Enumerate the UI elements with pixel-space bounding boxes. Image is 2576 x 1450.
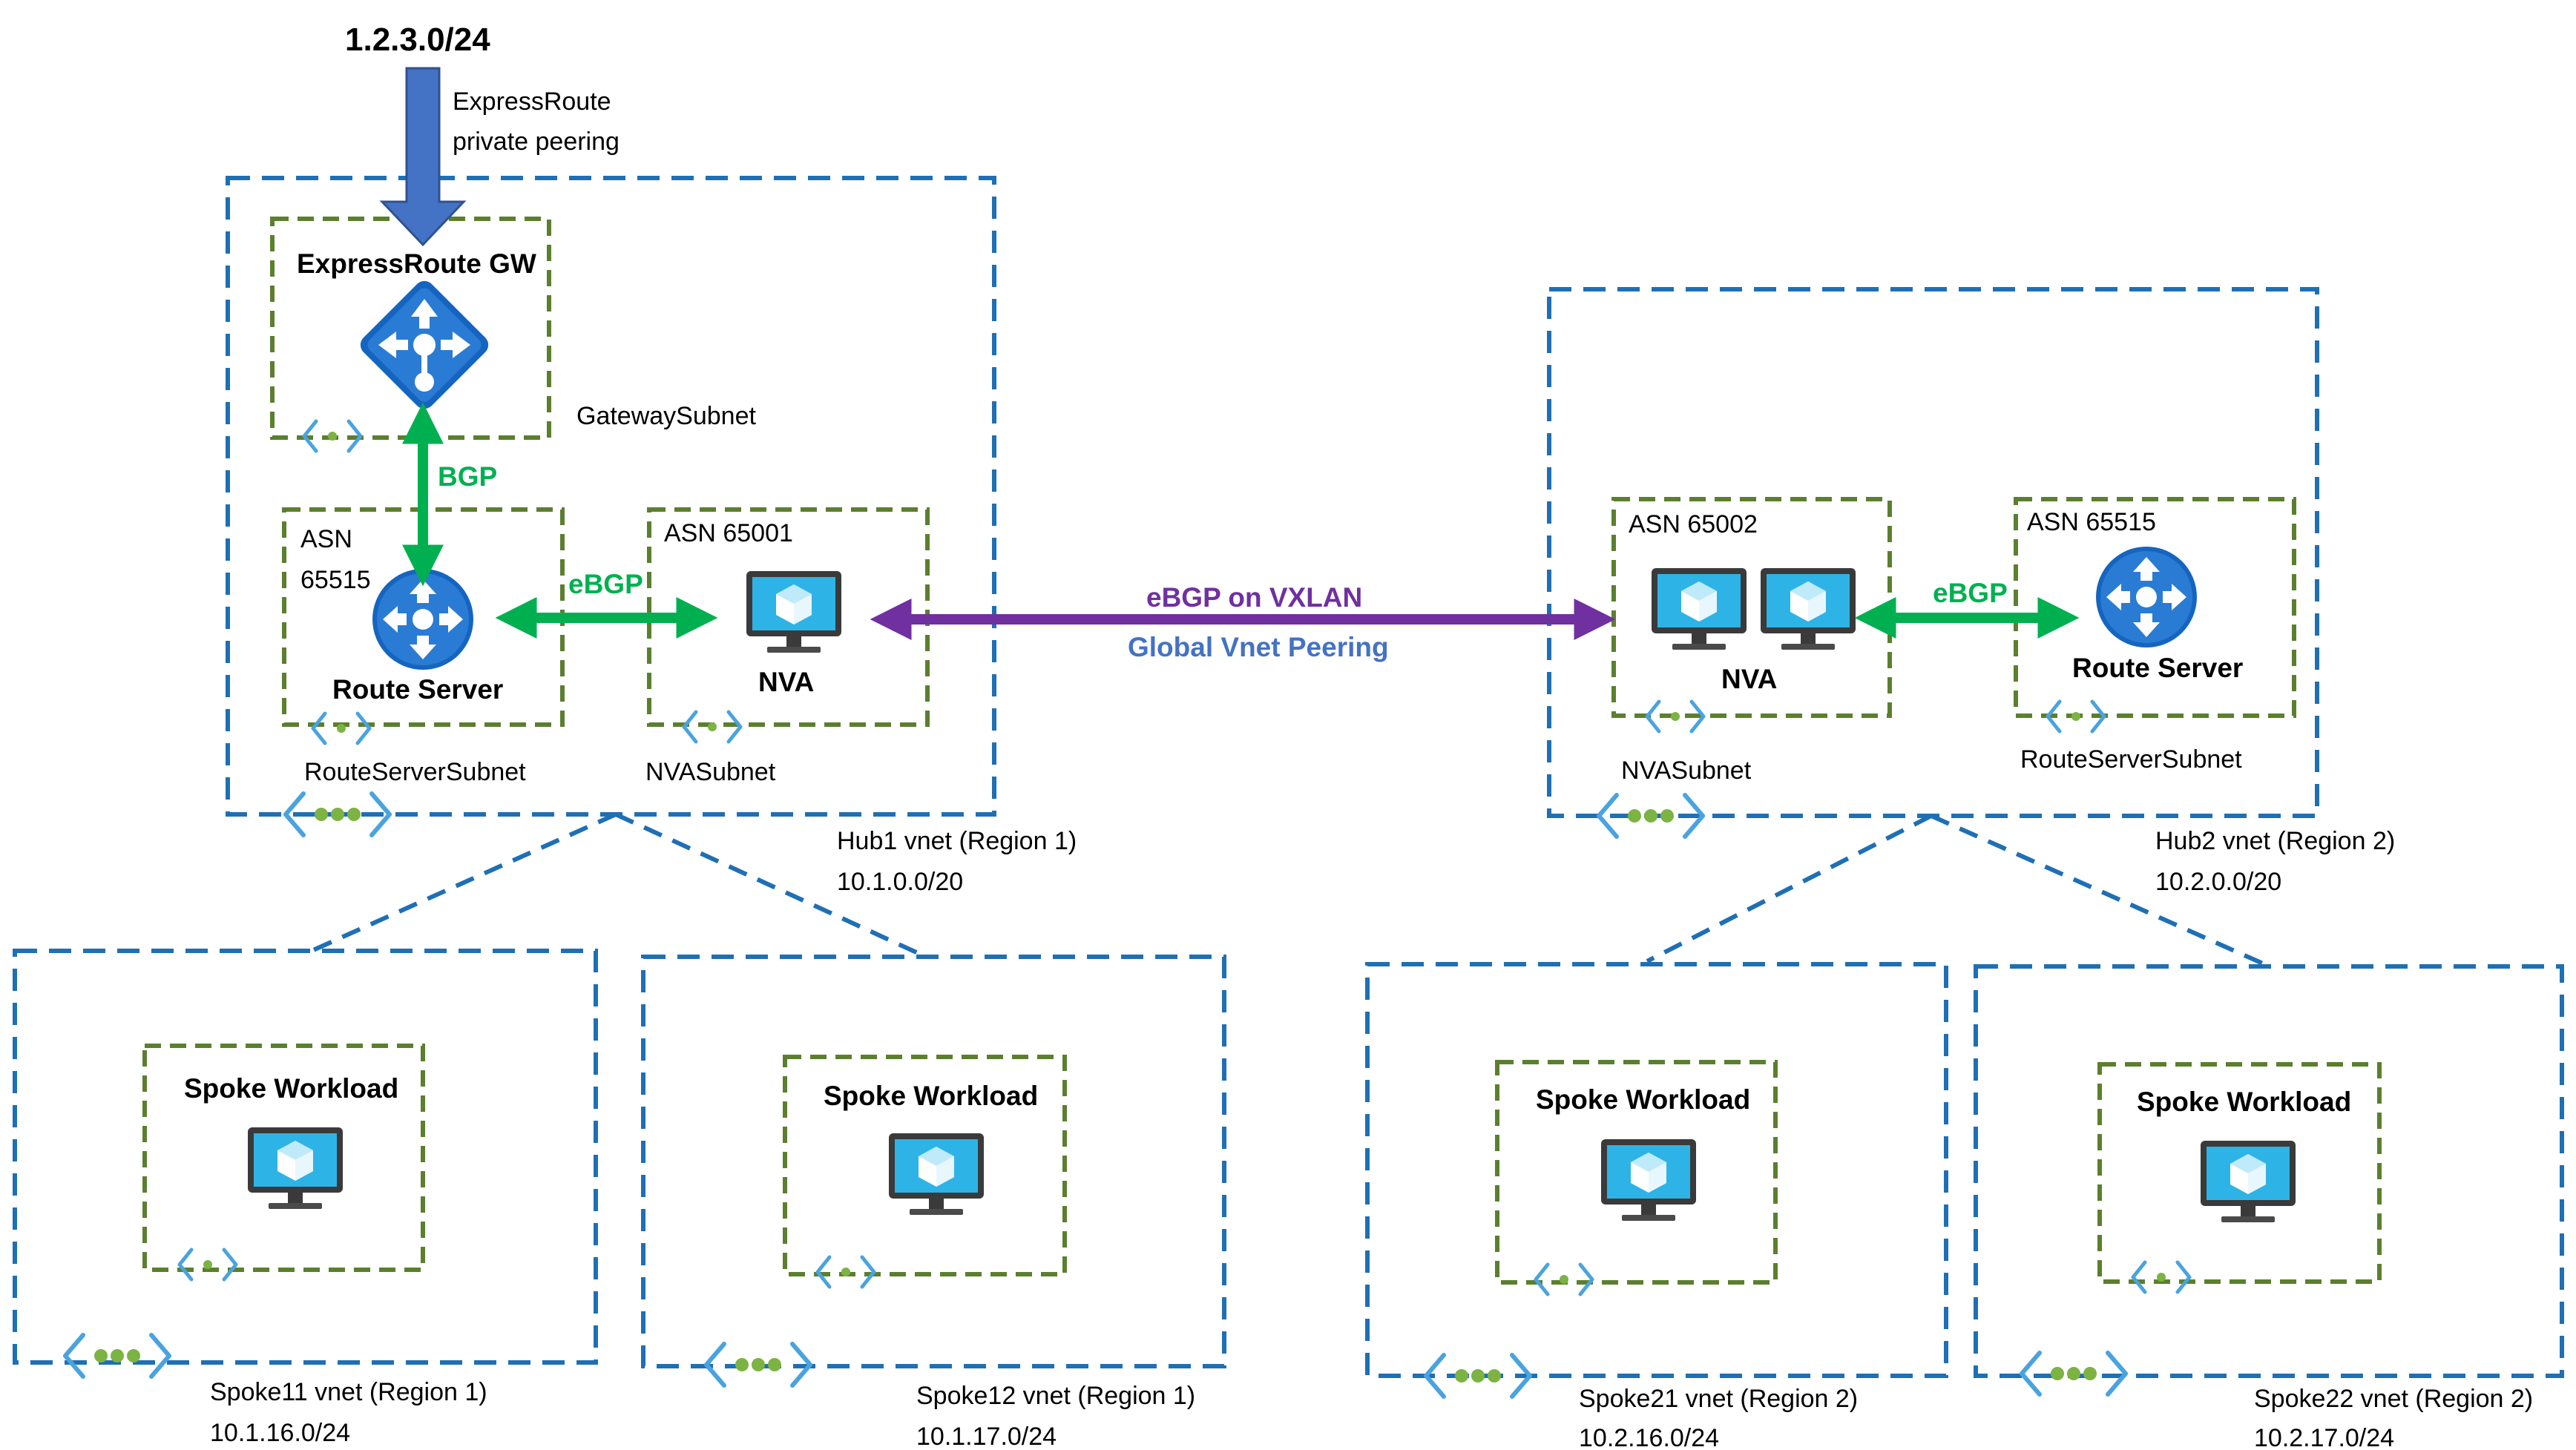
vm-icon bbox=[1601, 1139, 1696, 1221]
prefix-label: 1.2.3.0/24 bbox=[345, 22, 490, 58]
bgp-links: BGP eBGP eBGP eBGP on VXLAN Global Vnet … bbox=[402, 402, 2080, 662]
rs2-asn-label: ASN 65515 bbox=[2027, 508, 2156, 536]
gateway-subnet: ExpressRoute GW GatewaySubnet bbox=[270, 217, 756, 451]
nva-label: NVA bbox=[758, 667, 814, 697]
nva-subnet-hub1: ASN 65001 NVA NVASubnet bbox=[645, 507, 930, 786]
spoke12-workload-title: Spoke Workload bbox=[824, 1081, 1038, 1111]
expressroute-note-line2: private peering bbox=[453, 128, 620, 156]
expressroute-arrow-shape bbox=[379, 67, 467, 247]
bgp-label: BGP bbox=[438, 461, 497, 492]
vm-icon bbox=[248, 1127, 343, 1209]
vm-icon bbox=[2201, 1141, 2296, 1222]
route-server-icon bbox=[372, 569, 473, 670]
spoke-connectors bbox=[310, 812, 2266, 966]
spoke21-vnet: Spoke Workload Spoke21 vnet (Region 2) 1… bbox=[1365, 962, 1948, 1450]
spoke21-workload-title: Spoke Workload bbox=[1536, 1084, 1750, 1115]
nva-asn-label: ASN 65001 bbox=[664, 519, 793, 547]
hub1-spoke12-link bbox=[614, 812, 927, 959]
nva-subnet-hub2: ASN 65002 NVA NVASubnet bbox=[1611, 497, 1892, 785]
ebgp-label-hub2: eBGP bbox=[1933, 578, 2008, 608]
hub1-vnet-cidr: 10.1.0.0/20 bbox=[837, 868, 963, 896]
hub2-vnet: Hub2 vnet (Region 2) 10.2.0.0/20 ASN 650… bbox=[1547, 287, 2395, 896]
hub1-spoke11-link bbox=[310, 812, 617, 953]
vxlan-label: eBGP on VXLAN bbox=[1146, 582, 1362, 613]
spoke22-vnet: Spoke Workload Spoke22 vnet (Region 2) 1… bbox=[1974, 964, 2564, 1450]
gateway-subnet-name: GatewaySubnet bbox=[576, 402, 756, 430]
expressroute-gateway-icon bbox=[356, 277, 493, 413]
hub1-vnet-name: Hub1 vnet (Region 1) bbox=[837, 827, 1077, 855]
hub2-spoke21-link bbox=[1646, 814, 1933, 963]
hub2-vnet-name: Hub2 vnet (Region 2) bbox=[2155, 827, 2395, 855]
vm-icon bbox=[746, 571, 841, 653]
nva2-subnet-name: NVASubnet bbox=[1621, 757, 1752, 785]
spoke12-vnet-name: Spoke12 vnet (Region 1) bbox=[916, 1382, 1195, 1410]
expressroute-note-line1: ExpressRoute bbox=[453, 88, 611, 116]
route-server2-subnet-name: RouteServerSubnet bbox=[2020, 745, 2242, 774]
spoke21-vnet-cidr: 10.2.16.0/24 bbox=[1579, 1424, 1719, 1450]
spoke11-workload-title: Spoke Workload bbox=[184, 1073, 398, 1104]
spoke11-vnet-border bbox=[13, 949, 598, 1365]
spoke22-vnet-name: Spoke22 vnet (Region 2) bbox=[2254, 1385, 2533, 1413]
route-server-icon bbox=[2096, 547, 2197, 647]
spoke12-vnet-border bbox=[641, 955, 1226, 1368]
nva-subnet-name: NVASubnet bbox=[645, 758, 776, 786]
spoke12-vnet-cidr: 10.1.17.0/24 bbox=[916, 1423, 1057, 1450]
vm-icon bbox=[889, 1133, 984, 1215]
subnet-icon bbox=[1536, 1265, 1592, 1294]
vnet-icon bbox=[65, 1335, 169, 1377]
spoke11-subnet-border bbox=[142, 1044, 425, 1272]
vm-icon bbox=[1652, 568, 1747, 650]
ebgp-label-hub1: eBGP bbox=[568, 569, 643, 599]
vnet-icon bbox=[1426, 1355, 1530, 1397]
vm-icon bbox=[1761, 568, 1856, 650]
spoke22-subnet-border bbox=[2097, 1062, 2382, 1284]
hub1-vnet-border bbox=[226, 176, 996, 817]
route-server-subnet-hub2: ASN 65515 Route Server RouteServerSubnet bbox=[2014, 497, 2296, 774]
hub2-vnet-cidr: 10.2.0.0/20 bbox=[2155, 868, 2281, 896]
rs-asn-label: ASN bbox=[300, 525, 352, 553]
spoke12-subnet-border bbox=[783, 1055, 1067, 1276]
expressroute-arrow: 1.2.3.0/24 ExpressRoute private peering bbox=[345, 22, 620, 247]
route-server-subnet-hub2-border bbox=[2014, 497, 2296, 718]
spoke22-vnet-border bbox=[1974, 964, 2564, 1378]
spoke11-vnet: Spoke Workload Spoke11 vnet (Region 1) 1… bbox=[13, 949, 598, 1447]
hub1-vnet: Hub1 vnet (Region 1) 10.1.0.0/20 Express… bbox=[226, 176, 1077, 896]
expressroute-gw-title: ExpressRoute GW bbox=[297, 248, 536, 279]
spoke12-vnet: Spoke Workload Spoke12 vnet (Region 1) 1… bbox=[641, 955, 1226, 1450]
spoke21-vnet-border bbox=[1365, 962, 1948, 1378]
route-server-label: Route Server bbox=[332, 674, 503, 705]
spoke21-vnet-name: Spoke21 vnet (Region 2) bbox=[1579, 1385, 1858, 1413]
spoke11-vnet-cidr: 10.1.16.0/24 bbox=[210, 1419, 350, 1447]
nva2-label: NVA bbox=[1721, 664, 1777, 694]
global-peering-label: Global Vnet Peering bbox=[1128, 632, 1389, 662]
route-server-subnet: ASN 65515 Route Server RouteServerSubnet bbox=[282, 507, 565, 786]
rs-asn-value: 65515 bbox=[300, 566, 371, 594]
hub2-vnet-border bbox=[1547, 287, 2319, 818]
nva2-asn-label: ASN 65002 bbox=[1629, 510, 1758, 538]
subnet-icon bbox=[2133, 1262, 2189, 1292]
route-server2-label: Route Server bbox=[2072, 653, 2243, 683]
spoke11-vnet-name: Spoke11 vnet (Region 1) bbox=[210, 1378, 487, 1406]
subnet-icon bbox=[313, 714, 369, 743]
spoke21-subnet-border bbox=[1495, 1060, 1778, 1285]
spoke22-workload-title: Spoke Workload bbox=[2137, 1087, 2351, 1117]
subnet-icon bbox=[180, 1250, 236, 1279]
spoke22-vnet-cidr: 10.2.17.0/24 bbox=[2254, 1424, 2394, 1450]
route-server-subnet-name: RouteServerSubnet bbox=[304, 758, 526, 786]
